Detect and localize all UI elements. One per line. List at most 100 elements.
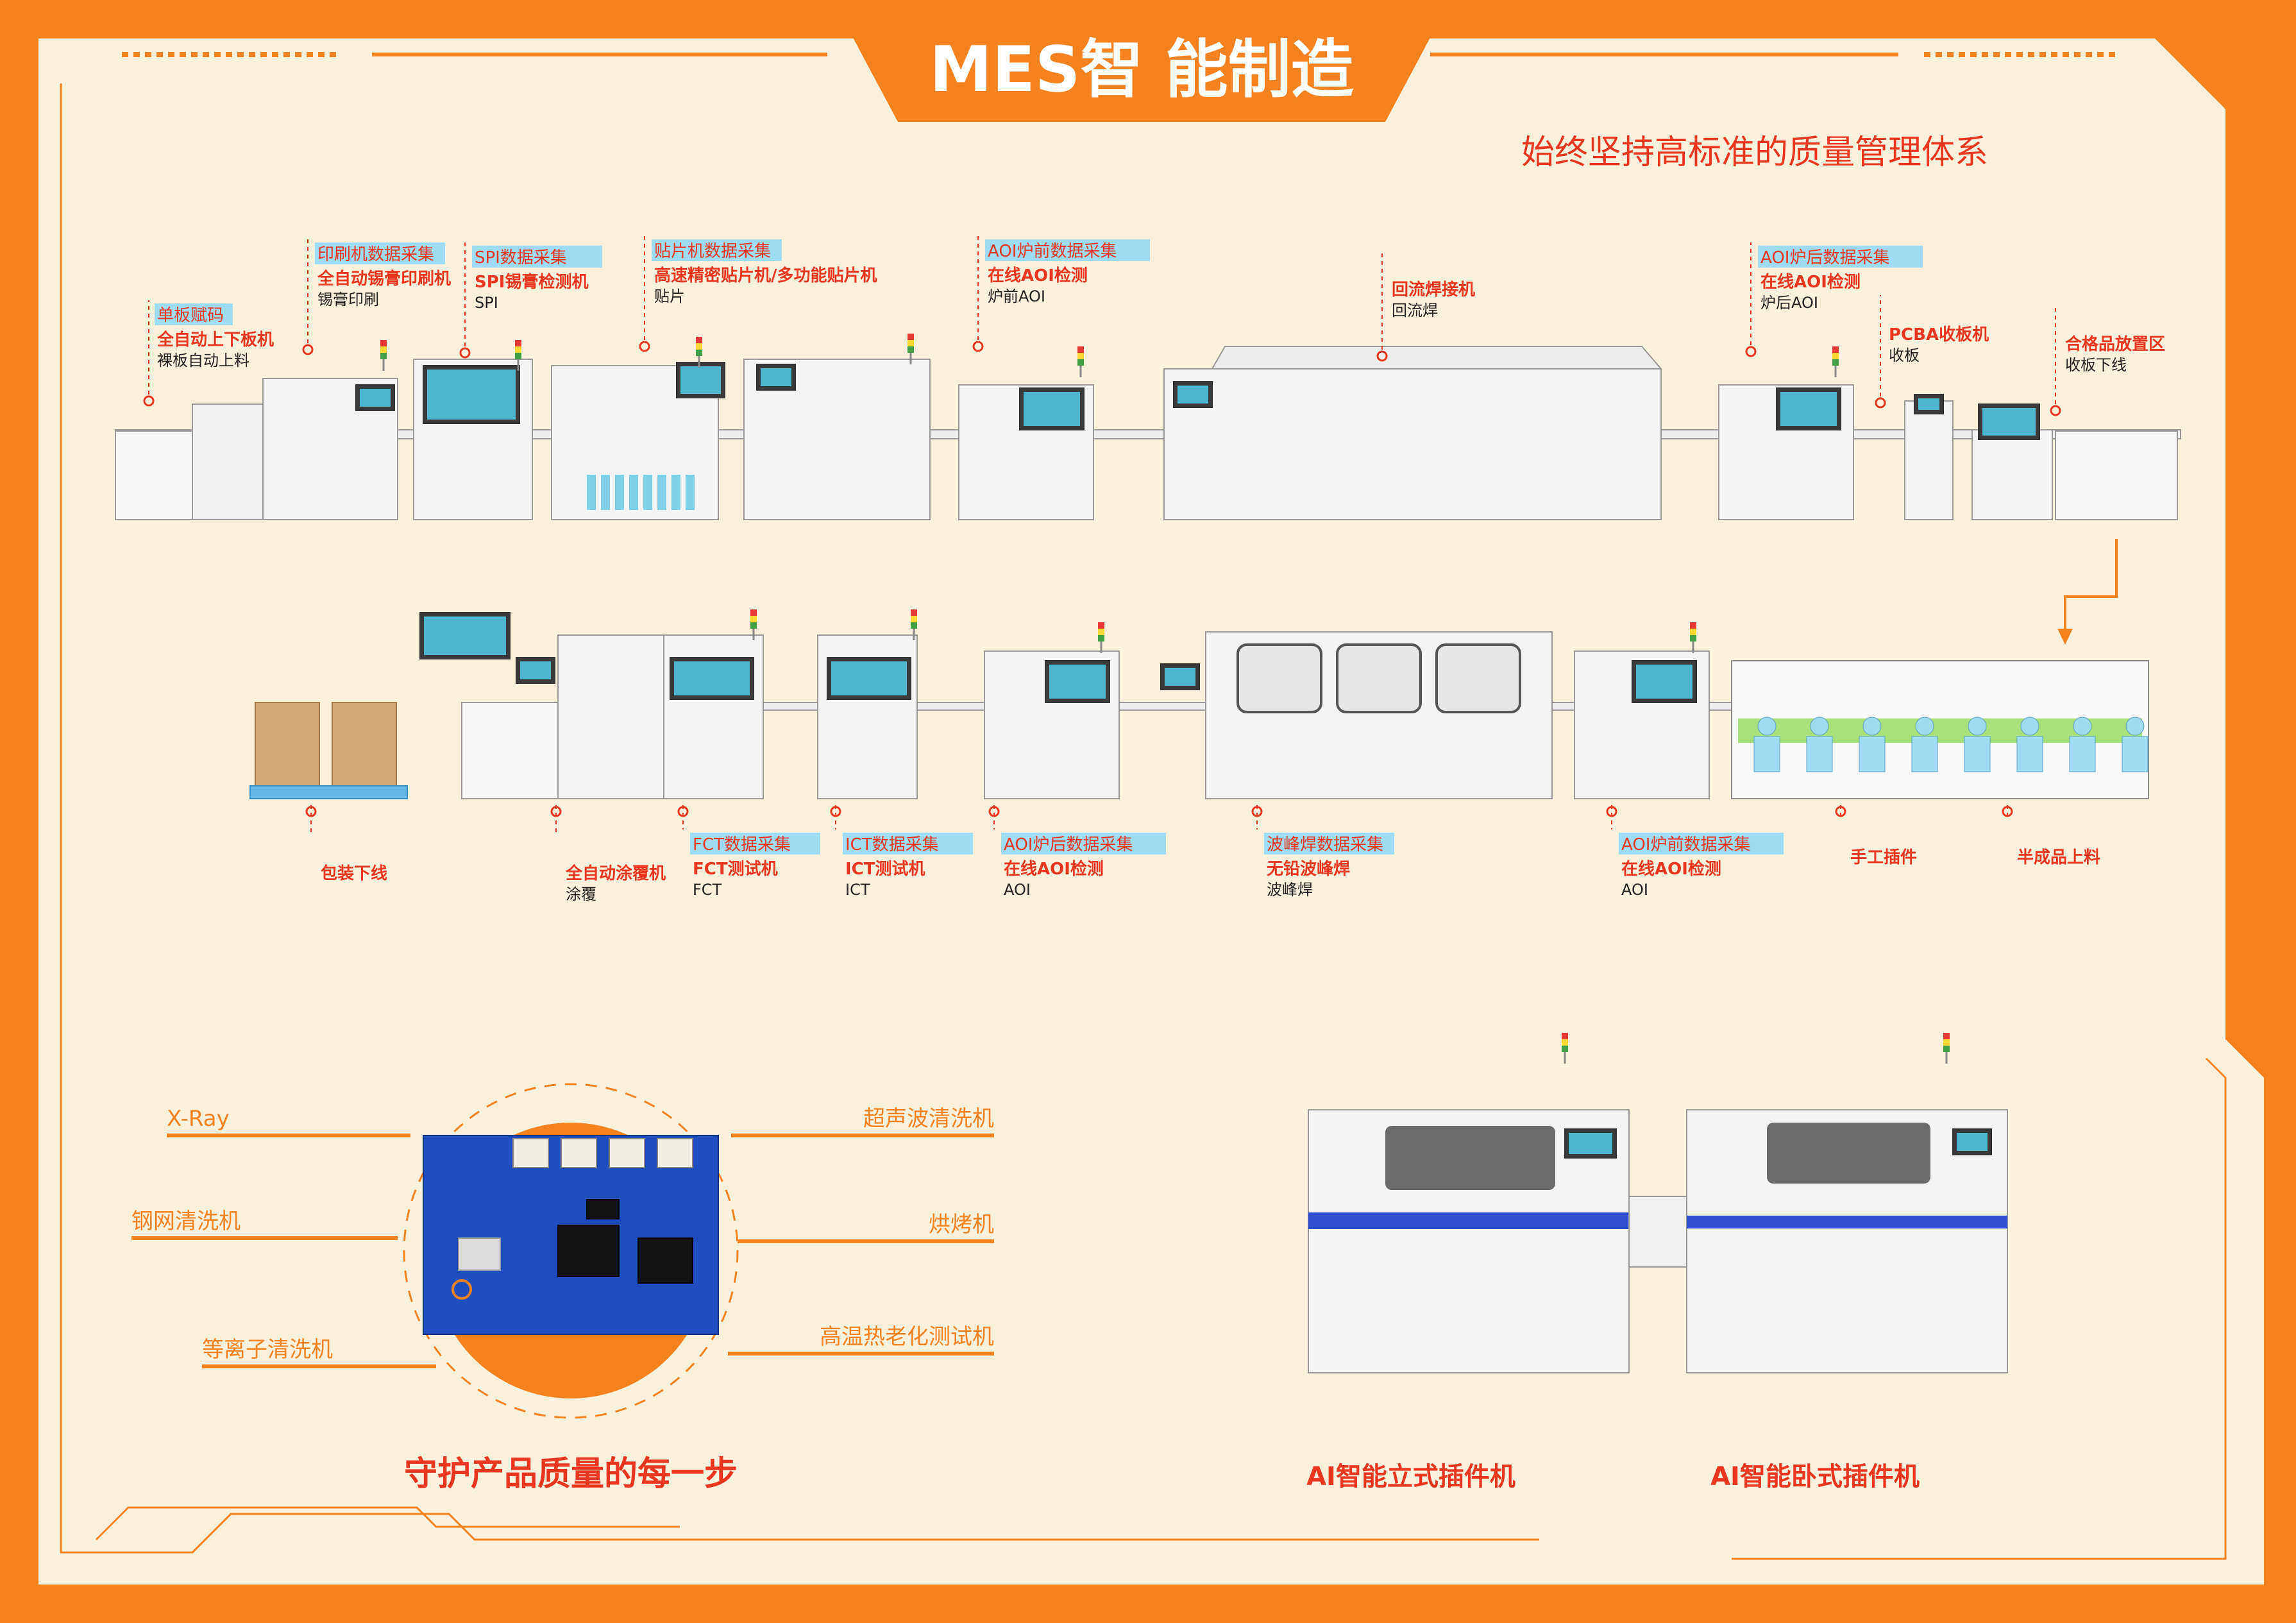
quality-item-right: 超声波清洗机 [863, 1106, 994, 1132]
station-title: PCBA收板机 [1889, 325, 1989, 344]
horizontal-beacon-yellow [1943, 1039, 1950, 1046]
station-title: 全自动锡膏印刷机 [317, 269, 451, 289]
station-sub: 回流焊 [1392, 302, 1438, 319]
station-sub: 收板下线 [2065, 356, 2127, 374]
leader-dot [639, 341, 650, 352]
aoi-after-beacon-red [1098, 622, 1104, 629]
leader-dot [143, 395, 155, 407]
station-sub: 锡膏印刷 [317, 291, 379, 309]
data-tag: 印刷机数据采集 [317, 245, 434, 264]
station-title: 全自动上下板机 [156, 330, 274, 350]
wave-window [1336, 643, 1422, 713]
station-title: 包装下线 [321, 863, 387, 883]
fct-beacon-red [750, 609, 757, 616]
frame-line-right [1732, 1057, 2227, 1560]
vertical-beacon-red [1562, 1033, 1568, 1039]
worker-body [2069, 736, 2096, 772]
fct-beacon-yellow [750, 616, 757, 622]
pcb-chip-2 [637, 1237, 693, 1284]
data-tag: AOI炉后数据采集 [1004, 835, 1133, 854]
aoi-rear-beacon-yellow [1832, 353, 1839, 359]
pcb-chip-main [557, 1225, 620, 1277]
aoi-front-screen [1024, 392, 1080, 426]
mounter2-screen [761, 368, 791, 386]
station-title: 半成品上料 [2017, 848, 2100, 867]
reflow-oven [1163, 368, 1662, 520]
horizontal-blue-band [1687, 1216, 2007, 1228]
feeder-slot [629, 475, 638, 510]
frame-line-bottom [95, 1506, 680, 1541]
output-table [2055, 430, 2178, 520]
frame-line-left [60, 83, 1539, 1554]
leader-dot [459, 347, 471, 359]
spi-beacon-green [515, 353, 521, 359]
pack-monitor [424, 616, 506, 655]
title-tab [847, 26, 1437, 122]
fct-beacon-green [750, 622, 757, 629]
wave-window [1237, 643, 1322, 713]
station-sub: 涂覆 [566, 885, 596, 903]
worker-head [2073, 717, 2092, 736]
feeder-slot [671, 475, 680, 510]
worker-head [2020, 717, 2039, 736]
aoi-pre-beacon-red [1690, 622, 1696, 629]
worker-body [1859, 736, 1886, 772]
station-title: 手工插件 [1850, 848, 1917, 867]
station-title: SPI锡膏检测机 [475, 272, 588, 292]
mounter2-beacon-yellow [907, 340, 914, 346]
spi-beacon-red [515, 340, 521, 346]
flow-arrow-head [2057, 629, 2073, 645]
spi-beacon-yellow [515, 346, 521, 353]
illustration-layer [115, 334, 2181, 1419]
quality-slogan: 守护产品质量的每一步 [404, 1455, 738, 1493]
worker-head [1757, 717, 1777, 736]
station-sub: 波峰焊 [1267, 881, 1313, 899]
leader-dot [1835, 806, 1846, 817]
station-title: 合格品放置区 [2065, 334, 2165, 354]
qualified-screen [1982, 408, 2036, 436]
aoi-pre-beacon-green [1690, 635, 1696, 642]
aoi-rear-beacon-red [1832, 346, 1839, 353]
quality-item-right: 烘烤机 [929, 1212, 994, 1237]
station-sub: 贴片 [654, 287, 685, 305]
unloader-screen [1918, 398, 1939, 410]
leader-dot [302, 344, 314, 355]
pcb-connector [609, 1138, 645, 1168]
horizontal-inserter-label: AI智能卧式插件机 [1710, 1462, 1920, 1491]
box-right [332, 702, 397, 786]
pcba-unloader [1904, 400, 1954, 520]
worker-head [1810, 717, 1829, 736]
printer-beacon-yellow [380, 346, 387, 353]
label-layer: 单板赋码全自动上下板机裸板自动上料印刷机数据采集全自动锡膏印刷机锡膏印刷SPI数… [131, 236, 2165, 1493]
pcb-connector [657, 1138, 693, 1168]
ict-beacon-green [911, 622, 917, 629]
quality-item-left: 等离子清洗机 [202, 1337, 333, 1363]
data-tag: AOI炉前数据采集 [988, 242, 1117, 261]
data-tag: AOI炉前数据采集 [1621, 835, 1750, 854]
vertical-inserter-label: AI智能立式插件机 [1306, 1462, 1515, 1491]
data-tag: AOI炉后数据采集 [1760, 248, 1889, 268]
mounter-beacon-yellow [696, 343, 702, 350]
vertical-blue-band [1308, 1212, 1629, 1229]
data-tag-bg [315, 242, 445, 264]
fct-screen [674, 661, 750, 695]
ict-screen [831, 661, 907, 695]
worker-head [2125, 717, 2145, 736]
aoi-after-beacon-yellow [1098, 629, 1104, 635]
station-sub: 收板 [1889, 346, 1920, 364]
station-title: 无铅波峰焊 [1267, 860, 1350, 879]
worker-body [1753, 736, 1780, 772]
ict-beacon-yellow [911, 616, 917, 622]
station-sub: 炉后AOI [1760, 294, 1818, 312]
quality-item-left: X-Ray [167, 1106, 230, 1132]
ict-beacon-red [911, 609, 917, 616]
feeder-slot [601, 475, 610, 510]
feeder-slot [643, 475, 652, 510]
aoi-after-screen [1049, 665, 1106, 699]
station-sub: AOI [1621, 881, 1648, 899]
station-sub: 炉前AOI [988, 287, 1045, 305]
worker-body [2122, 736, 2148, 772]
station-sub: FCT [693, 881, 722, 899]
leader-dot [2050, 405, 2061, 416]
data-tag: SPI数据采集 [475, 248, 567, 268]
